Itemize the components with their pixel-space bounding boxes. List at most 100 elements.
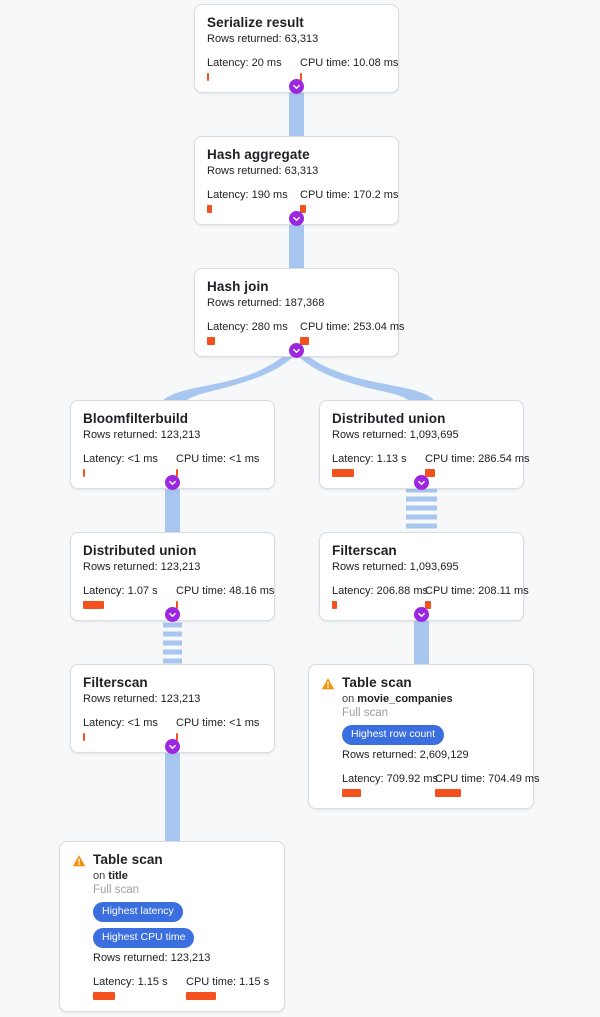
node-header: Hash aggregate — [207, 146, 386, 163]
badge-list: Highest row count — [321, 725, 521, 745]
latency-label: Latency: 190 ms — [207, 189, 288, 201]
cpu-label: CPU time: 1.15 s — [186, 976, 270, 988]
node-title: Hash join — [207, 279, 269, 294]
badge-list: Highest latency Highest CPU time — [72, 902, 272, 948]
rows-returned: Rows returned: 1,093,695 — [332, 429, 459, 441]
cpu-label: CPU time: 704.49 ms — [435, 773, 540, 785]
metrics: Latency: 280 ms CPU time: 253.04 ms — [207, 320, 405, 345]
cpu-bar — [176, 733, 178, 741]
warning-icon — [321, 678, 335, 690]
latency-label: Latency: 709.92 ms — [342, 773, 439, 785]
latency-bar — [93, 992, 115, 1000]
cpu-label: CPU time: <1 ms — [176, 453, 260, 465]
latency-metric: Latency: 709.92 ms — [342, 772, 439, 797]
node-header: Bloomfilterbuild — [83, 410, 262, 427]
scan-type: Full scan — [93, 884, 140, 896]
latency-metric: Latency: 190 ms — [207, 188, 300, 213]
toggle-distributed-union-left[interactable] — [165, 607, 180, 622]
toggle-filterscan-right[interactable] — [414, 607, 429, 622]
toggle-distributed-union-right[interactable] — [414, 475, 429, 490]
latency-bar — [83, 469, 85, 477]
cpu-label: CPU time: 10.08 ms — [300, 57, 399, 69]
cpu-bar — [176, 469, 178, 477]
node-filterscan-left[interactable]: Filterscan Rows returned: 123,213 Latenc… — [70, 664, 275, 753]
node-header: Distributed union — [83, 542, 262, 559]
rows-returned: Rows returned: 1,093,695 — [332, 561, 459, 573]
on-prefix: on — [93, 870, 109, 882]
cpu-label: CPU time: 170.2 ms — [300, 189, 399, 201]
latency-bar — [83, 601, 104, 609]
status-badge[interactable]: Highest row count — [342, 725, 445, 745]
node-header: Serialize result — [207, 14, 386, 31]
rows-returned: Rows returned: 63,313 — [207, 33, 319, 45]
cpu-bar — [425, 469, 435, 477]
rows-returned: Rows returned: 63,313 — [207, 165, 319, 177]
chevron-down-icon — [418, 612, 425, 618]
metrics: Latency: 1.13 s CPU time: 286.54 ms — [332, 452, 530, 477]
node-header: Filterscan — [332, 542, 511, 559]
latency-metric: Latency: 1.15 s — [93, 975, 186, 1000]
on-prefix: on — [342, 693, 358, 705]
toggle-bloomfilterbuild[interactable] — [165, 475, 180, 490]
latency-metric: Latency: 1.13 s — [332, 452, 425, 477]
rows-returned: Rows returned: 2,609,129 — [342, 749, 469, 761]
node-header: Hash join — [207, 278, 386, 295]
metrics: Latency: 709.92 ms CPU time: 704.49 ms — [321, 772, 540, 797]
edge-hashjoin-to-bloomfilterbuild — [162, 350, 298, 404]
node-title: Serialize result — [207, 15, 304, 30]
node-table-scan-movie-companies[interactable]: Table scan on movie_companies Full scan … — [308, 664, 540, 809]
latency-metric: Latency: 20 ms — [207, 56, 300, 81]
cpu-metric: CPU time: 48.16 ms — [176, 584, 274, 609]
table-name: title — [108, 870, 128, 882]
cpu-metric: CPU time: 208.11 ms — [425, 584, 529, 609]
warning-icon — [72, 855, 86, 867]
metrics: Latency: <1 ms CPU time: <1 ms — [83, 716, 262, 741]
node-distributed-union-right[interactable]: Distributed union Rows returned: 1,093,6… — [319, 400, 530, 489]
node-header: Table scan — [321, 674, 521, 691]
metrics: Latency: 20 ms CPU time: 10.08 ms — [207, 56, 398, 81]
node-hash-aggregate[interactable]: Hash aggregate Rows returned: 63,313 Lat… — [194, 136, 399, 225]
node-distributed-union-left[interactable]: Distributed union Rows returned: 123,213… — [70, 532, 275, 621]
latency-metric: Latency: 206.88 ms — [332, 584, 428, 609]
chevron-down-icon — [293, 216, 300, 222]
chevron-down-icon — [169, 612, 176, 618]
metrics: Latency: 1.07 s CPU time: 48.16 ms — [83, 584, 274, 609]
status-badge-cpu[interactable]: Highest CPU time — [93, 928, 195, 948]
toggle-filterscan-left[interactable] — [165, 739, 180, 754]
latency-label: Latency: <1 ms — [83, 717, 158, 729]
cpu-bar — [300, 337, 309, 345]
node-title: Hash aggregate — [207, 147, 310, 162]
rows-returned: Rows returned: 123,213 — [83, 693, 201, 705]
latency-bar — [207, 73, 209, 81]
status-badge-latency[interactable]: Highest latency — [93, 902, 183, 922]
latency-bar — [332, 601, 337, 609]
node-title: Distributed union — [83, 543, 197, 558]
latency-label: Latency: 280 ms — [207, 321, 288, 333]
latency-metric: Latency: 1.07 s — [83, 584, 176, 609]
latency-metric: Latency: <1 ms — [83, 716, 176, 741]
metrics: Latency: 190 ms CPU time: 170.2 ms — [207, 188, 398, 213]
node-bloomfilterbuild[interactable]: Bloomfilterbuild Rows returned: 123,213 … — [70, 400, 275, 489]
latency-metric: Latency: <1 ms — [83, 452, 176, 477]
latency-metric: Latency: 280 ms — [207, 320, 300, 345]
node-title: Bloomfilterbuild — [83, 411, 189, 426]
toggle-hash-aggregate[interactable] — [289, 211, 304, 226]
edge-filterscan-to-tablescan-title — [165, 745, 180, 842]
metrics: Latency: 206.88 ms CPU time: 208.11 ms — [332, 584, 529, 609]
toggle-hash-join[interactable] — [289, 343, 304, 358]
latency-label: Latency: 1.15 s — [93, 976, 168, 988]
latency-label: Latency: 1.07 s — [83, 585, 158, 597]
cpu-metric: CPU time: 10.08 ms — [300, 56, 398, 81]
edge-hashjoin-to-distributedunion — [295, 350, 436, 404]
node-header: Filterscan — [83, 674, 262, 691]
cpu-bar — [300, 205, 306, 213]
toggle-serialize-result[interactable] — [289, 79, 304, 94]
cpu-label: CPU time: <1 ms — [176, 717, 260, 729]
cpu-label: CPU time: 48.16 ms — [176, 585, 275, 597]
node-table-scan-title[interactable]: Table scan on title Full scan Highest la… — [59, 841, 285, 1012]
cpu-metric: CPU time: <1 ms — [176, 716, 259, 741]
node-title: Table scan — [93, 852, 163, 867]
metrics: Latency: <1 ms CPU time: <1 ms — [83, 452, 262, 477]
node-title: Filterscan — [83, 675, 148, 690]
